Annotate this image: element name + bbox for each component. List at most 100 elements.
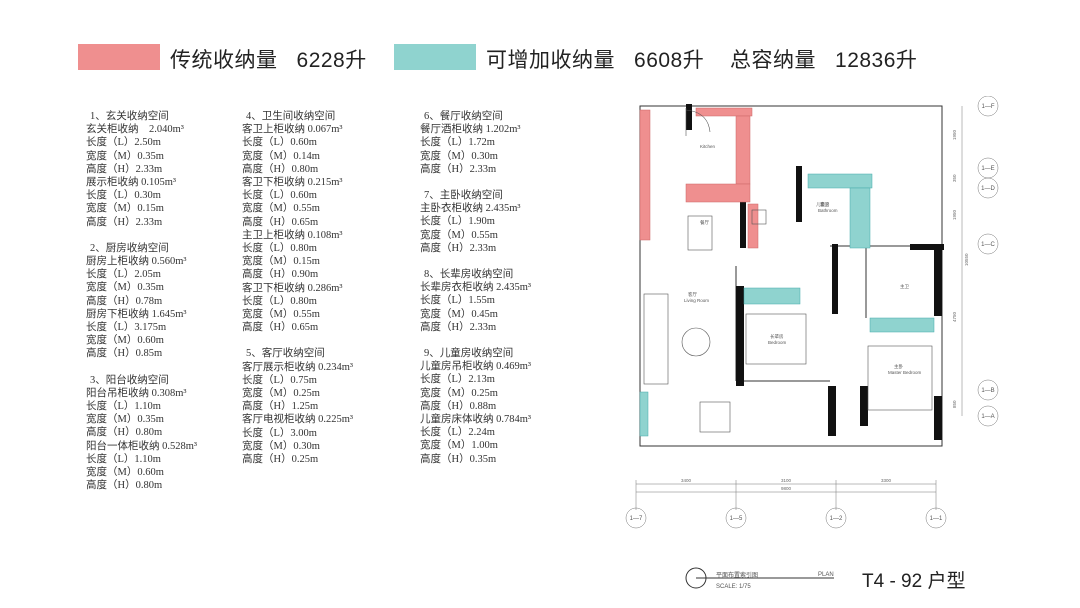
storage-line: 长度（L）2.05m	[86, 269, 161, 281]
storage-line: 餐厅酒柜收纳 1.202m³	[420, 124, 521, 136]
storage-block-title: 1、玄关收纳空间	[90, 111, 169, 122]
storage-line: 长度（L）0.30m	[86, 190, 161, 202]
legend-traditional-value: 6228升	[296, 49, 367, 72]
axis-bubble-7	[625, 507, 647, 529]
plan-traditional-storage	[639, 107, 759, 249]
axis-bubble-1	[925, 507, 947, 529]
storage-kitchen-bottom	[685, 183, 751, 203]
storage-line: 高度（H）0.65m	[242, 216, 319, 228]
room-label-elder: 长辈房	[770, 333, 784, 340]
room-label-kitchen: Kitchen	[700, 144, 716, 149]
axis-label-D: 1—D	[981, 186, 995, 192]
storage-master	[869, 317, 935, 333]
storage-line: 高度（H）0.90m	[242, 269, 319, 281]
legend-total-label: 总容纳量 12836升	[730, 44, 917, 74]
storage-line: 长度（L）1.72m	[420, 137, 495, 149]
storage-line: 客卫上柜收纳 0.067m³	[242, 124, 343, 136]
storage-block-title: 7、主卧收纳空间	[424, 190, 503, 202]
legend-traditional-swatch	[78, 44, 160, 70]
wall-seg-4	[832, 244, 838, 314]
elder-bed	[745, 313, 807, 365]
dim-bottom-1: 3400	[681, 478, 692, 483]
storage-line: 宽度（M）0.30m	[420, 150, 498, 162]
index-symbol	[685, 567, 834, 589]
storage-line: 长度（L）3.00m	[242, 427, 317, 439]
storage-line: 长度（L）0.60m	[242, 190, 317, 202]
footer-title: T4 - 92 户型	[862, 571, 966, 592]
axis-bubble-A	[977, 405, 999, 427]
wall-seg-8	[736, 286, 744, 386]
storage-line: 阳台一体柜收纳 0.528m³	[86, 440, 198, 452]
legend-total-value: 12836升	[835, 49, 918, 72]
axis-label-7: 1—7	[630, 516, 643, 522]
storage-line: 长辈房衣柜收纳 2.435m³	[420, 282, 532, 294]
door-swing-1	[685, 109, 711, 133]
coffee-table	[681, 327, 711, 357]
dim-right-total: 10550	[964, 253, 969, 266]
wall-seg-1	[686, 104, 692, 130]
axis-label-B: 1—B	[981, 388, 994, 394]
storage-line: 宽度（M）0.15m	[86, 203, 164, 215]
room-label-guest-bath: 客卫	[820, 201, 829, 208]
storage-line: 客厅电视柜收纳 0.225m³	[242, 414, 354, 426]
wall-seg-3	[796, 166, 802, 222]
axis-label-2: 1—2	[830, 516, 843, 522]
storage-line: 宽度（M）0.60m	[86, 467, 164, 479]
dim-bottom-2: 3100	[781, 478, 792, 483]
storage-line: 客卫下柜收纳 0.215m³	[242, 177, 343, 189]
room-label-child: 儿童房	[816, 201, 830, 208]
storage-line: 阳台吊柜收纳 0.308m³	[86, 387, 187, 399]
storage-line: 高度（H）0.35m	[420, 453, 497, 465]
storage-block-title: 2、厨房收纳空间	[90, 242, 169, 254]
footer-scale: SCALE: 1/75	[716, 584, 751, 590]
storage-line: 宽度（M）0.14m	[242, 150, 320, 162]
storage-line: 宽度（M）0.35m	[86, 414, 164, 426]
storage-line: 主卧衣柜收纳 2.435m³	[420, 203, 521, 215]
master-bed	[867, 345, 933, 411]
storage-line: 长度（L）1.55m	[420, 295, 495, 307]
wall-seg-2	[740, 168, 746, 248]
storage-line: 长度（L）0.80m	[242, 243, 317, 255]
dim-bottom-total: 9800	[781, 486, 792, 491]
storage-line: 高度（H）2.33m	[86, 163, 163, 175]
storage-line: 高度（H）0.65m	[242, 322, 319, 334]
storage-block-title: 5、客厅收纳空间	[246, 348, 325, 360]
legend-extra-swatch	[394, 44, 476, 70]
storage-line: 宽度（M）0.45m	[420, 308, 498, 320]
room-label-master: 主卧	[894, 363, 903, 370]
storage-block-title: 8、长辈房收纳空间	[424, 269, 514, 281]
plan-furniture	[643, 108, 933, 433]
storage-line: 客卫下柜收纳 0.286m³	[242, 282, 343, 294]
storage-line: 长度（L）0.75m	[242, 374, 317, 386]
wall-seg-6	[934, 246, 942, 316]
room-label-elder-en: Bedroom	[768, 340, 787, 345]
storage-line: 主卫上柜收纳 0.108m³	[242, 229, 343, 241]
axis-label-1: 1—1	[930, 516, 943, 522]
storage-line: 儿童房床体收纳 0.784m³	[420, 414, 532, 426]
dim-right-2: 350	[952, 174, 957, 182]
storage-line: 长度（L）2.50m	[86, 137, 161, 149]
plan-extra-storage	[639, 173, 935, 437]
wall-seg-10	[828, 386, 836, 436]
storage-line: 长度（L）3.175m	[86, 322, 167, 334]
storage-block-title: 4、卫生间收纳空间	[246, 111, 336, 122]
storage-line: 高度（H）0.88m	[420, 400, 497, 412]
storage-line: 宽度（M）0.30m	[242, 440, 320, 452]
dim-bottom-3: 3300	[881, 478, 892, 483]
storage-line: 长度（L）1.10m	[86, 401, 161, 413]
storage-line: 厨房下柜收纳 1.645m³	[86, 308, 187, 320]
storage-line: 宽度（M）1.00m	[420, 440, 498, 452]
storage-block-title: 6、餐厅收纳空间	[424, 111, 503, 122]
storage-line: 高度（H）2.33m	[420, 242, 497, 254]
sofa	[643, 293, 669, 385]
storage-block-title: 9、儿童房收纳空间	[424, 348, 514, 360]
storage-line: 高度（H）1.25m	[242, 401, 319, 413]
